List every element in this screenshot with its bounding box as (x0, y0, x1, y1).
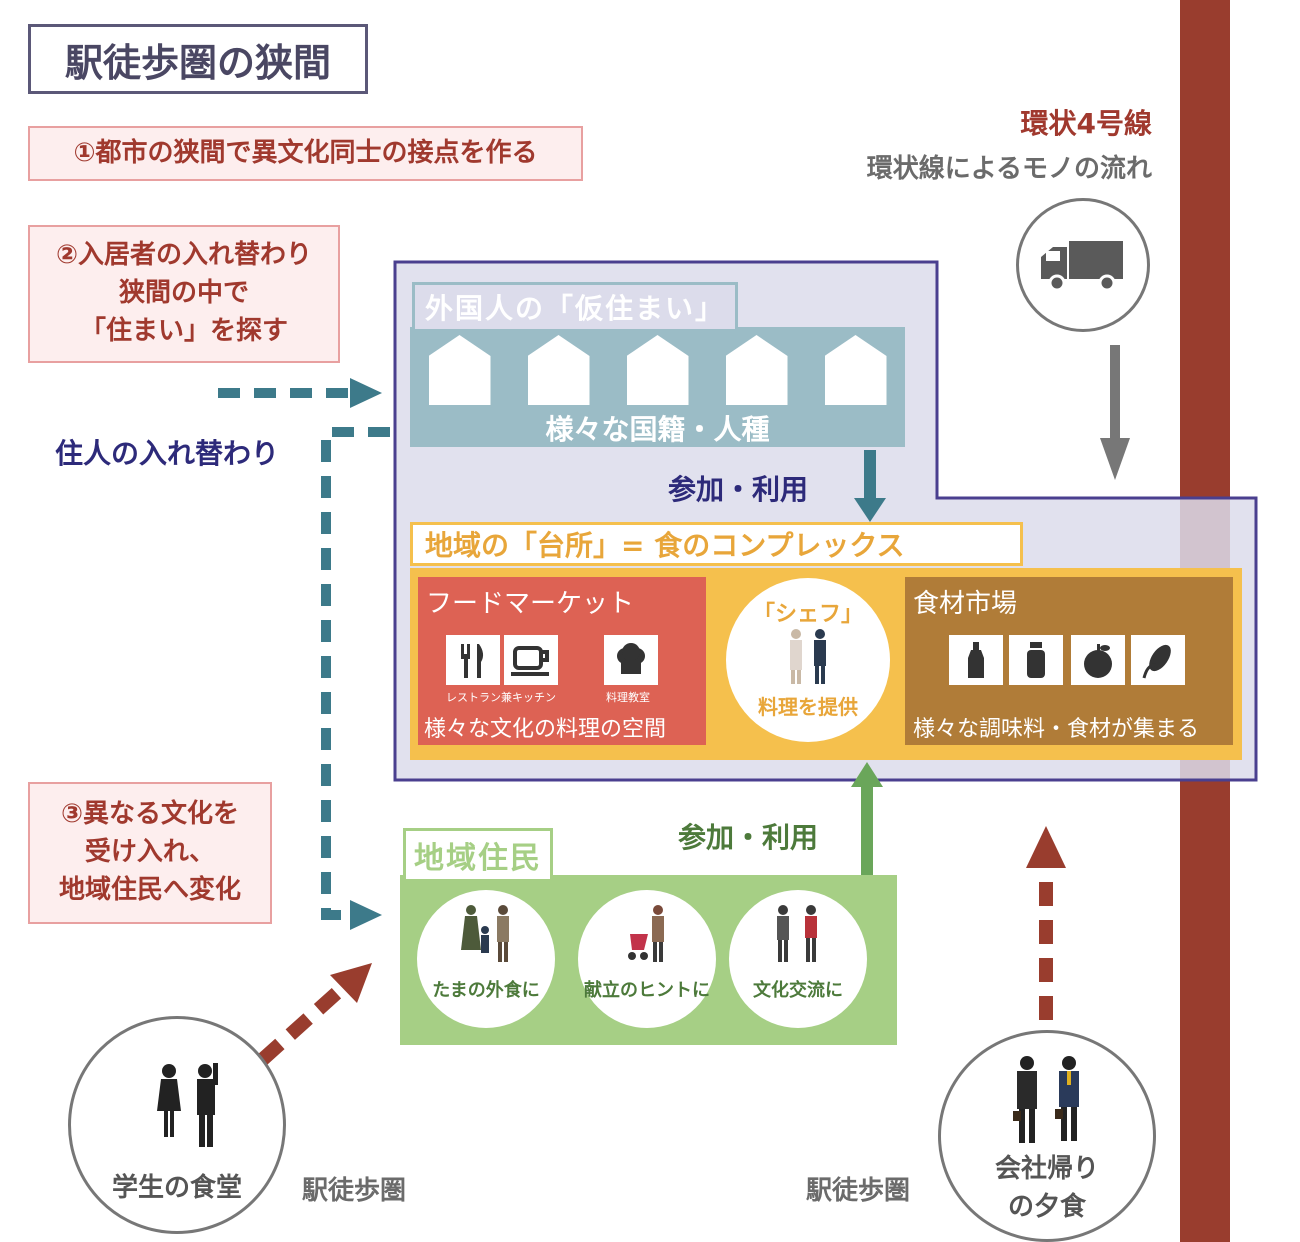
coffee-cup-icon (504, 635, 558, 685)
truck-circle (1016, 198, 1150, 332)
brown-head-commuter (1026, 826, 1066, 868)
teal-arrowhead-top (350, 378, 382, 408)
conversation-figures-icon (777, 905, 817, 962)
note-2-line-3: 「住まい」を探す (79, 315, 288, 346)
commuters-line-2: の夕食 (1007, 1191, 1086, 1222)
brown-head-student (330, 963, 372, 1003)
chef-hat-icon (604, 635, 658, 685)
businessmen-figures-icon (1013, 1056, 1079, 1143)
resident-circle-dining: たまの外食に (417, 890, 555, 1028)
page-title: 駅徒歩圏の狭間 (28, 24, 368, 94)
note-1: ①都市の狭間で異文化同士の接点を作る (28, 126, 583, 181)
house-icon (428, 335, 491, 405)
cooking-class-label: 料理教室 (606, 691, 650, 704)
note-3-line-1: ③異なる文化を (60, 799, 239, 830)
house-icon (626, 335, 689, 405)
chef-caption: 料理を提供 (758, 695, 858, 719)
chef-figures-icon (790, 629, 826, 684)
participation-label-top: 参加・利用 (668, 473, 809, 506)
corn-icon (1131, 635, 1185, 685)
resident-circle-menu-label: 献立のヒントに (584, 980, 710, 1001)
note-3-line-3: 地域住民へ変化 (58, 874, 241, 905)
note-3-line-2: 受け入れ、 (84, 837, 216, 868)
food-complex-title: 地域の「台所」= 食のコンプレックス (410, 522, 1023, 566)
brown-dash-student (257, 984, 345, 1066)
note-2-line-2: 狭間の中で (118, 278, 249, 309)
commuters-line-1: 会社帰り (994, 1154, 1099, 1184)
chef-circle: 「シェフ」 料理を提供 (726, 578, 890, 742)
food-market-caption: 様々な文化の料理の空間 (424, 717, 667, 742)
foreign-housing-box (410, 327, 905, 447)
teal-arrowhead-bottom (350, 900, 382, 930)
resident-turnover-label: 住人の入れ替わり (55, 437, 280, 470)
teal-down-head (854, 498, 886, 522)
note-2-line-1: ②入居者の入れ替わり (55, 240, 312, 271)
green-up-head (851, 762, 883, 787)
foreign-housing-caption: 様々な国籍・人種 (545, 413, 770, 446)
residents-title: 地域住民 (403, 828, 553, 882)
food-market-title: フードマーケット (426, 589, 635, 619)
ingredients-market-caption: 様々な調味料・食材が集まる (913, 717, 1200, 742)
ingredients-market-panel: 食材市場 様々な調味料・食材が集まる (905, 577, 1233, 745)
chef-title: 「シェフ」 (752, 602, 863, 627)
resident-circle-culture: 文化交流に (729, 890, 867, 1028)
students-label: 学生の食堂 (111, 1173, 242, 1203)
restaurant-kitchen-label: レストラン兼キッチン (446, 691, 556, 704)
apple-icon (1071, 635, 1125, 685)
commuters-circle: 会社帰り の夕食 (938, 1030, 1156, 1242)
students-figures-icon (157, 1063, 218, 1147)
fork-knife-icon (446, 635, 500, 685)
walk-zone-label-right: 駅徒歩圏 (806, 1176, 911, 1206)
teal-dash-loop (321, 427, 390, 920)
note-2: ②入居者の入れ替わり 狭間の中で 「住まい」を探す (28, 225, 340, 363)
house-icon (824, 335, 887, 405)
students-circle: 学生の食堂 (68, 1016, 286, 1234)
resident-circle-dining-label: たまの外食に (432, 980, 540, 1001)
note-3: ③異なる文化を 受け入れ、 地域住民へ変化 (28, 782, 272, 924)
truck-icon (1041, 241, 1123, 292)
resident-circle-culture-label: 文化交流に (753, 980, 843, 1001)
house-icon (725, 335, 788, 405)
ring-road-name: 環状4号線 (1020, 107, 1152, 140)
spice-jar-icon (1009, 635, 1063, 685)
ingredients-market-title: 食材市場 (913, 589, 1018, 619)
family-figures-icon (461, 905, 509, 962)
food-market-panel: フードマーケット レストラン兼キッチン 料理教室 様々な文化の料理の空間 (418, 577, 706, 745)
walk-zone-label-left: 駅徒歩圏 (302, 1176, 407, 1206)
foreign-housing-title: 外国人の「仮住まい」 (412, 282, 739, 332)
note-1-text: ①都市の狭間で異文化同士の接点を作る (73, 137, 538, 168)
commuters-label: 会社帰り の夕食 (941, 1151, 1153, 1226)
participation-label-bottom: 参加・利用 (678, 821, 819, 854)
ring-road-flow: 環状線によるモノの流れ (866, 154, 1152, 184)
resident-circle-menu: 献立のヒントに (578, 890, 716, 1028)
house-icon (527, 335, 590, 405)
stroller-figure-icon (628, 905, 664, 962)
bottle-icon (949, 635, 1003, 685)
gray-arrow-head (1100, 438, 1130, 480)
